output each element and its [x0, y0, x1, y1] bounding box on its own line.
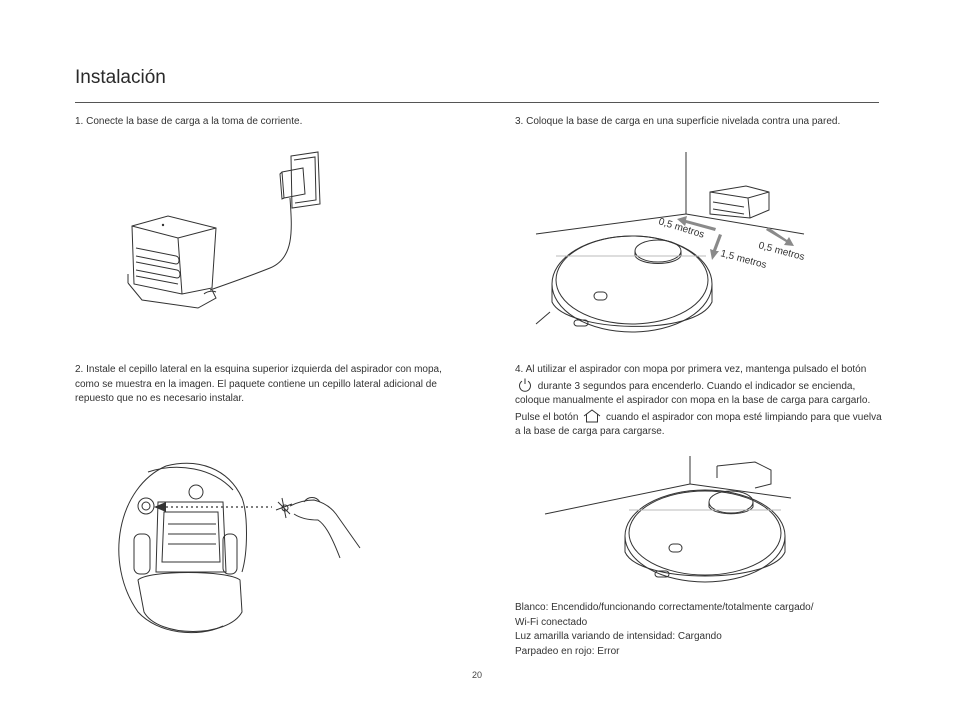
step-3-text: 3. Coloque la base de carga en una super…	[515, 115, 895, 130]
step-1-text: 1. Conecte la base de carga a la toma de…	[75, 115, 455, 130]
legend-white-cont: Wi-Fi conectado	[515, 616, 890, 631]
page-title: Instalación	[75, 67, 166, 89]
indicator-legend: Blanco: Encendido/funcionando correctame…	[515, 601, 890, 659]
step-4-text-part1: 4. Al utilizar el aspirador con mopa por…	[515, 364, 866, 375]
figure-dock-clearance: 0,5 metros 0,5 metros 1,5 metros	[536, 152, 826, 344]
home-icon	[583, 409, 601, 423]
power-icon	[517, 378, 533, 392]
step-2-text: 2. Instale el cepillo lateral en la esqu…	[75, 363, 445, 407]
figure-robot-docked	[545, 456, 835, 591]
figure-dock-plugged-in	[120, 148, 340, 313]
step-4-text: 4. Al utilizar el aspirador con mopa por…	[515, 363, 885, 440]
legend-red: Parpadeo en rojo: Error	[515, 645, 890, 660]
legend-white: Blanco: Encendido/funcionando correctame…	[515, 601, 890, 616]
figure-side-brush-install	[108, 462, 366, 638]
title-divider	[75, 102, 879, 103]
page-number: 20	[0, 670, 954, 680]
legend-yellow: Luz amarilla variando de intensidad: Car…	[515, 630, 890, 645]
